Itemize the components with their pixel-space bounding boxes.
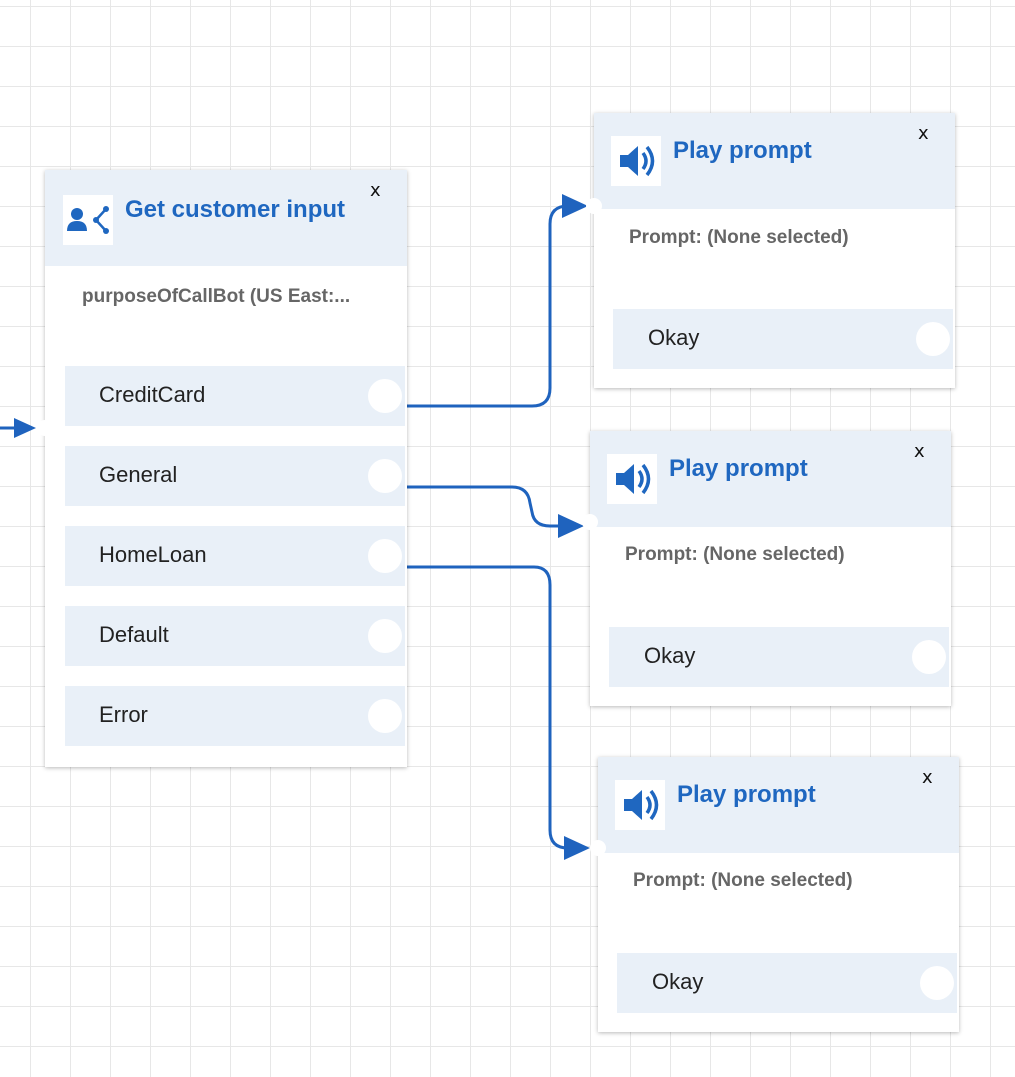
close-icon[interactable]: x bbox=[370, 180, 381, 201]
input-port[interactable] bbox=[582, 514, 598, 530]
output-port[interactable] bbox=[368, 619, 402, 653]
output-port[interactable] bbox=[368, 379, 402, 413]
close-icon[interactable]: x bbox=[914, 441, 925, 462]
branch-label: Okay bbox=[648, 325, 700, 350]
branch-label: CreditCard bbox=[99, 382, 206, 407]
incoming-arrowhead bbox=[14, 418, 36, 438]
branch-label: Okay bbox=[644, 643, 696, 668]
block-header[interactable]: Get customer input x bbox=[45, 170, 407, 266]
speaker-icon bbox=[615, 780, 665, 830]
output-port[interactable] bbox=[916, 322, 950, 356]
block-header[interactable]: Play prompt x bbox=[594, 113, 955, 209]
prompt-label: Prompt: (None selected) bbox=[625, 544, 845, 565]
connector-general-arrowhead bbox=[558, 514, 584, 538]
play-prompt-block-3[interactable]: Play prompt x Prompt: (None selected) Ok… bbox=[590, 757, 959, 1032]
block-title: Get customer input bbox=[125, 196, 346, 223]
branch-label: Okay bbox=[652, 969, 704, 994]
close-icon[interactable]: x bbox=[922, 767, 933, 788]
output-port[interactable] bbox=[368, 699, 402, 733]
branch-label: Error bbox=[99, 702, 148, 727]
output-port[interactable] bbox=[368, 459, 402, 493]
input-port[interactable] bbox=[590, 840, 606, 856]
block-header[interactable]: Play prompt x bbox=[590, 431, 951, 527]
branch-error[interactable]: Error bbox=[65, 686, 405, 746]
branch-user-icon bbox=[63, 195, 113, 245]
speaker-icon bbox=[611, 136, 661, 186]
input-port[interactable] bbox=[37, 420, 53, 436]
branch-okay[interactable]: Okay bbox=[617, 953, 957, 1013]
close-icon[interactable]: x bbox=[918, 123, 929, 144]
prompt-label: Prompt: (None selected) bbox=[629, 227, 849, 248]
connector-creditcard[interactable] bbox=[400, 204, 572, 408]
input-port[interactable] bbox=[586, 198, 602, 214]
branch-okay[interactable]: Okay bbox=[609, 627, 949, 687]
block-title: Play prompt bbox=[677, 781, 816, 808]
branch-okay[interactable]: Okay bbox=[613, 309, 953, 369]
speaker-icon bbox=[607, 454, 657, 504]
play-prompt-block-1[interactable]: Play prompt x Prompt: (None selected) Ok… bbox=[586, 113, 955, 388]
block-title: Play prompt bbox=[673, 137, 812, 164]
connector-creditcard-arrowhead bbox=[562, 194, 588, 218]
lex-bot-label: purposeOfCallBot (US East:... bbox=[82, 286, 351, 307]
block-header[interactable]: Play prompt x bbox=[598, 757, 959, 853]
branch-label: General bbox=[99, 462, 178, 487]
output-port[interactable] bbox=[912, 640, 946, 674]
branch-general[interactable]: General bbox=[65, 446, 405, 506]
block-title: Play prompt bbox=[669, 455, 808, 482]
branch-label: Default bbox=[99, 622, 169, 647]
connector-homeloan[interactable] bbox=[400, 565, 572, 850]
branch-creditcard[interactable]: CreditCard bbox=[65, 366, 405, 426]
play-prompt-block-2[interactable]: Play prompt x Prompt: (None selected) Ok… bbox=[582, 431, 951, 706]
connector-homeloan-arrowhead bbox=[564, 836, 590, 860]
output-port[interactable] bbox=[920, 966, 954, 1000]
get-customer-input-block[interactable]: Get customer input x purposeOfCallBot (U… bbox=[37, 170, 407, 767]
branch-label: HomeLoan bbox=[99, 542, 207, 567]
branch-homeloan[interactable]: HomeLoan bbox=[65, 526, 405, 586]
prompt-label: Prompt: (None selected) bbox=[633, 870, 853, 891]
output-port[interactable] bbox=[368, 539, 402, 573]
branch-default[interactable]: Default bbox=[65, 606, 405, 666]
connector-general[interactable] bbox=[400, 485, 564, 528]
